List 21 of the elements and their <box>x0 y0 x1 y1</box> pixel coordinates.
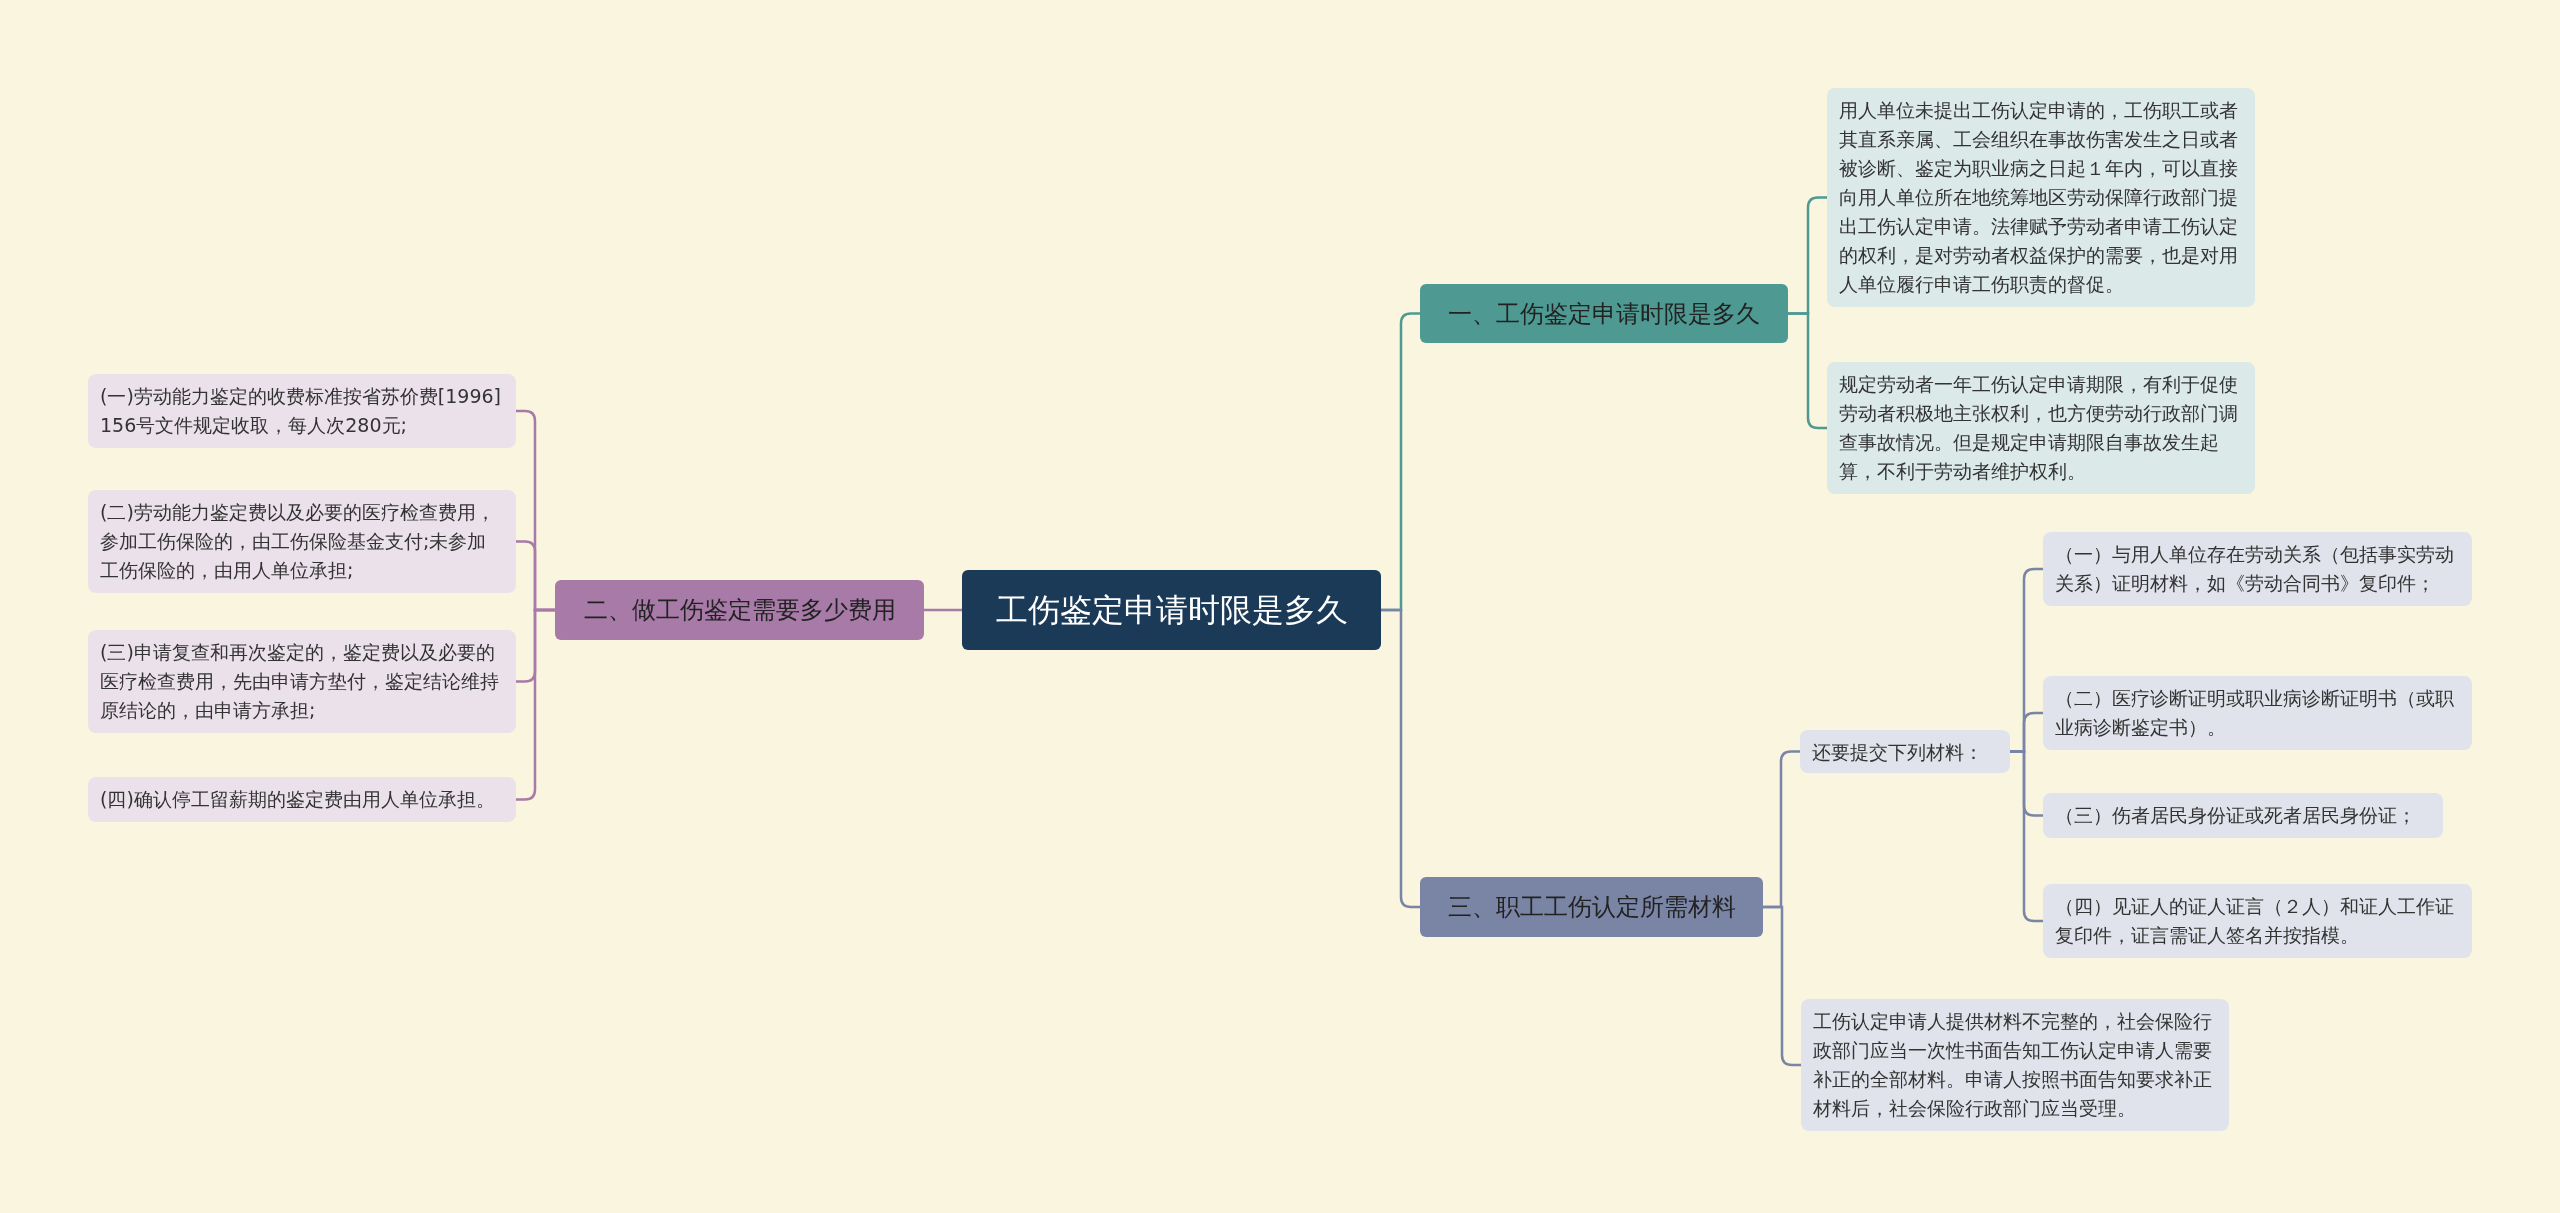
subtopic-box: 工伤认定申请人提供材料不完整的，社会保险行政部门应当一次性书面告知工伤认定申请人需要补正的全部材料。申请人按照书面告知要求补正材料后，社会保险行政部门应当受理。 <box>1801 999 2229 1131</box>
subtopic-box: (四)确认停工留薪期的鉴定费由用人单位承担。 <box>88 777 516 822</box>
subtopic-box: (二)劳动能力鉴定费以及必要的医疗检查费用，参加工伤保险的，由工伤保险基金支付;未参加工伤保险的，由用人单位承担; <box>88 490 516 593</box>
connector-line <box>1763 905 1801 1067</box>
connector-line <box>924 608 962 612</box>
connector-line <box>516 608 555 801</box>
subtopic-box: 还要提交下列材料： <box>1800 730 2010 773</box>
subtopic-box: (三)申请复查和再次鉴定的，鉴定费以及必要的医疗检查费用，先由申请方垫付，鉴定结论维持原结论的，由申请方承担; <box>88 630 516 733</box>
subtopic-box: 规定劳动者一年工伤认定申请期限，有利于促使劳动者积极地主张权利，也方便劳动行政部门调查事故情况。但是规定申请期限自事故发生起算，不利于劳动者维护权利。 <box>1827 362 2255 494</box>
subtopic-box: 用人单位未提出工伤认定申请的，工伤职工或者其直系亲属、工会组织在事故伤害发生之日或者被诊断、鉴定为职业病之日起１年内，可以直接向用人单位所在地统筹地区劳动保障行政部门提出工伤认定申请。法律赋予劳动者申请工伤认定的权利，是对劳动者权益保护的需要，也是对用人单位履行申请工伤职责的督促。 <box>1827 88 2255 307</box>
subtopic-box: （一）与用人单位存在劳动关系（包括事实劳动关系）证明材料，如《劳动合同书》复印件； <box>2043 532 2472 606</box>
subtopic-box: （三）伤者居民身份证或死者居民身份证； <box>2043 793 2443 838</box>
subtopic-box: (一)劳动能力鉴定的收费标准按省苏价费[1996]156号文件规定收取，每人次280元; <box>88 374 516 448</box>
subtopic-box: （二）医疗诊断证明或职业病诊断证明书（或职业病诊断鉴定书）。 <box>2043 676 2472 750</box>
branch-topic: 二、做工伤鉴定需要多少费用 <box>555 580 924 640</box>
branch-topic: 一、工伤鉴定申请时限是多久 <box>1420 284 1788 343</box>
central-topic: 工伤鉴定申请时限是多久 <box>962 570 1381 650</box>
branch-topic: 三、职工工伤认定所需材料 <box>1420 877 1763 937</box>
subtopic-box: （四）见证人的证人证言（２人）和证人工作证复印件，证言需证人签名并按指模。 <box>2043 884 2472 958</box>
connector-line <box>1788 312 1827 430</box>
connector-line <box>1381 608 1420 909</box>
